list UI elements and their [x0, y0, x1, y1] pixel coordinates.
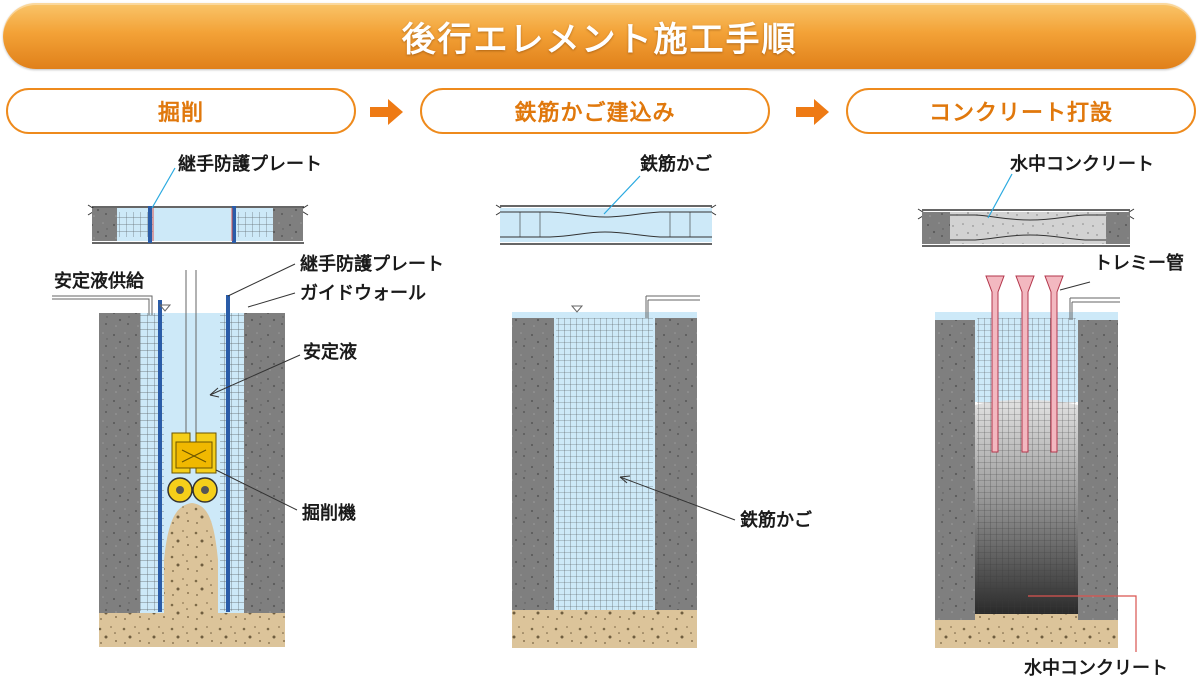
step-label-rebar-cage: 鉄筋かご建込み [514, 101, 676, 126]
step-label-concrete: コンクリート打設 [928, 101, 1113, 126]
label-tremie-pipe: トレミー管 [1094, 253, 1184, 274]
label-underwater-concrete-plan: 水中コンクリート [1010, 154, 1154, 175]
label-rebar-cage: 鉄筋かご [740, 510, 812, 531]
section-view-concrete [935, 275, 1137, 652]
step-rebar-cage: 鉄筋かご建込み [420, 88, 770, 134]
label-joint-protect-plate-plan: 継手防護プレート [178, 154, 322, 175]
plan-view-concrete [917, 173, 1135, 247]
step-concrete: コンクリート打設 [846, 88, 1196, 134]
page-title: 後行エレメント施工手順 [401, 19, 798, 60]
label-excavator: 掘削機 [302, 503, 356, 524]
label-slurry-supply: 安定液供給 [54, 271, 144, 292]
label-stabilizing-liquid: 安定液 [303, 342, 357, 363]
label-rebar-cage-plan: 鉄筋かご [640, 154, 712, 175]
plan-view-excavation [87, 167, 309, 244]
label-joint-protect-plate: 継手防護プレート [300, 254, 444, 275]
title-banner: 後行エレメント施工手順 [3, 3, 1196, 69]
label-guide-wall: ガイドウォール [300, 283, 426, 304]
step-label-excavation: 掘削 [157, 101, 204, 126]
excavator-machine [167, 432, 218, 503]
label-underwater-concrete: 水中コンクリート [1024, 658, 1168, 679]
arrow-right-icon [370, 99, 403, 125]
section-view-rebar-cage [512, 295, 736, 648]
plan-view-rebar-cage [495, 175, 717, 245]
step-excavation: 掘削 [6, 88, 356, 134]
tremie-pipes [985, 275, 1064, 453]
arrow-right-icon [796, 99, 829, 125]
section-view-excavation [52, 263, 301, 647]
